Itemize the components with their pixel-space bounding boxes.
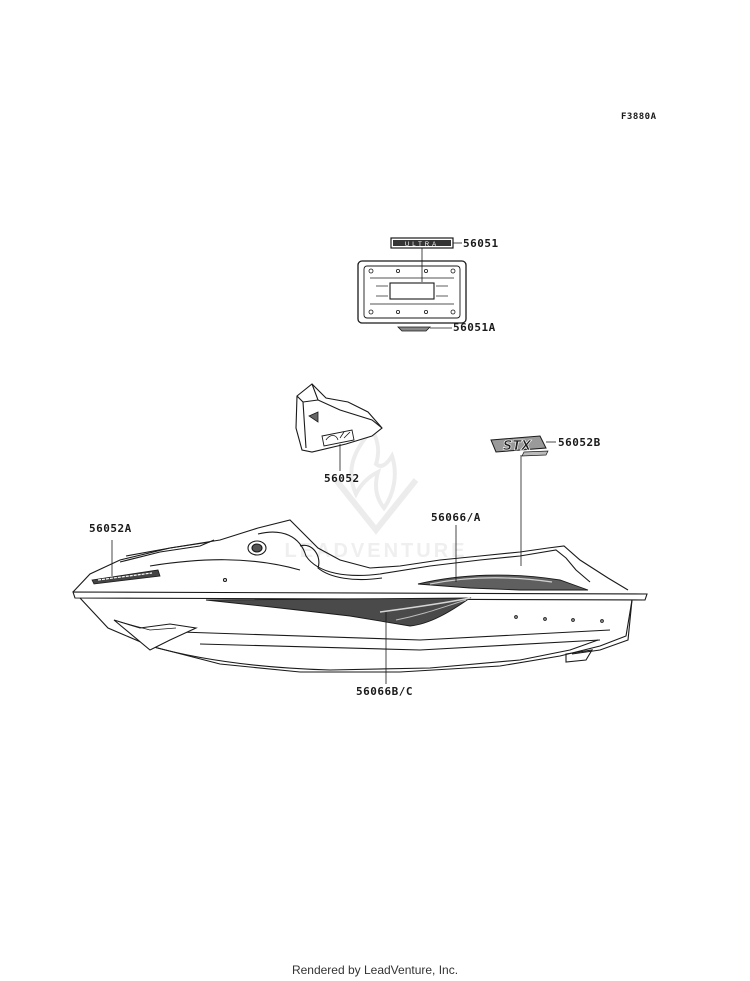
steering-mount-inner — [251, 543, 263, 553]
emblem-56051-fill — [393, 240, 451, 246]
hull-lower — [149, 639, 599, 671]
stern — [571, 599, 633, 655]
hull-line — [199, 639, 601, 651]
side-graphic-stripe — [379, 597, 471, 613]
stripe-56066A[interactable] — [417, 574, 589, 591]
decal-56051A[interactable] — [397, 326, 431, 332]
label-56052[interactable]: 56052 — [324, 472, 360, 485]
screw-icon — [368, 268, 374, 274]
decal-56052[interactable] — [321, 429, 355, 447]
front-deck-line — [125, 541, 211, 557]
watercraft-hull — [72, 519, 648, 684]
label-56051A[interactable]: 56051A — [453, 321, 496, 334]
side-graphic-56066BC[interactable] — [205, 597, 472, 627]
label-56066BC[interactable]: 56066B/C — [356, 685, 413, 698]
cowl-group — [295, 383, 383, 471]
screw-icon — [395, 309, 400, 314]
seat-inner — [299, 544, 383, 581]
svg-text:STX: STX — [503, 439, 532, 454]
cowl-outline — [295, 383, 383, 453]
rivet-icon — [600, 619, 604, 623]
watermark-v-icon — [333, 478, 419, 535]
watermark: LEADVENTURE — [284, 426, 467, 562]
emblem-group: ULTRA — [357, 237, 467, 332]
bow-sponson-shade — [119, 621, 177, 631]
seat — [257, 531, 591, 583]
emblem-cover-inner — [363, 265, 461, 319]
hull-side — [79, 597, 633, 673]
decal-56052B[interactable]: STX — [490, 435, 556, 566]
rivet-icon — [222, 577, 228, 583]
cowl-inner — [308, 411, 319, 423]
emblem-cover — [357, 260, 467, 324]
cowl-fold — [302, 399, 319, 403]
stripe-56066A-highlight — [429, 577, 553, 585]
emblem-text: ULTRA — [405, 242, 439, 248]
label-56052B[interactable]: 56052B — [558, 436, 601, 449]
gunwale — [72, 591, 648, 601]
screw-icon — [395, 268, 400, 273]
rivet-icon — [571, 618, 575, 622]
screw-icon — [450, 268, 456, 274]
watermark-text: LEADVENTURE — [284, 540, 467, 562]
watermark-flame-icon — [349, 426, 397, 512]
steering-mount — [247, 540, 267, 556]
decal-56052A[interactable] — [91, 569, 161, 585]
side-graphic-stripe — [395, 599, 467, 621]
bow-sponson — [113, 619, 198, 651]
cover-window — [389, 282, 435, 300]
screw-icon — [368, 309, 374, 315]
label-56052A[interactable]: 56052A — [89, 522, 132, 535]
label-56051[interactable]: 56051 — [463, 237, 499, 250]
rivet-icon — [543, 617, 547, 621]
cowl-top — [311, 383, 383, 429]
screw-icon — [450, 309, 456, 315]
footer-credit: Rendered by LeadVenture, Inc. — [291, 963, 459, 977]
rivet-icon — [514, 615, 518, 619]
stern-detail — [565, 649, 594, 663]
screw-icon — [423, 309, 428, 314]
screw-icon — [423, 268, 428, 273]
hull-line — [179, 629, 611, 641]
figure-code: F3880A — [621, 112, 657, 122]
front-shape — [149, 559, 301, 571]
label-56066A[interactable]: 56066/A — [431, 511, 481, 524]
